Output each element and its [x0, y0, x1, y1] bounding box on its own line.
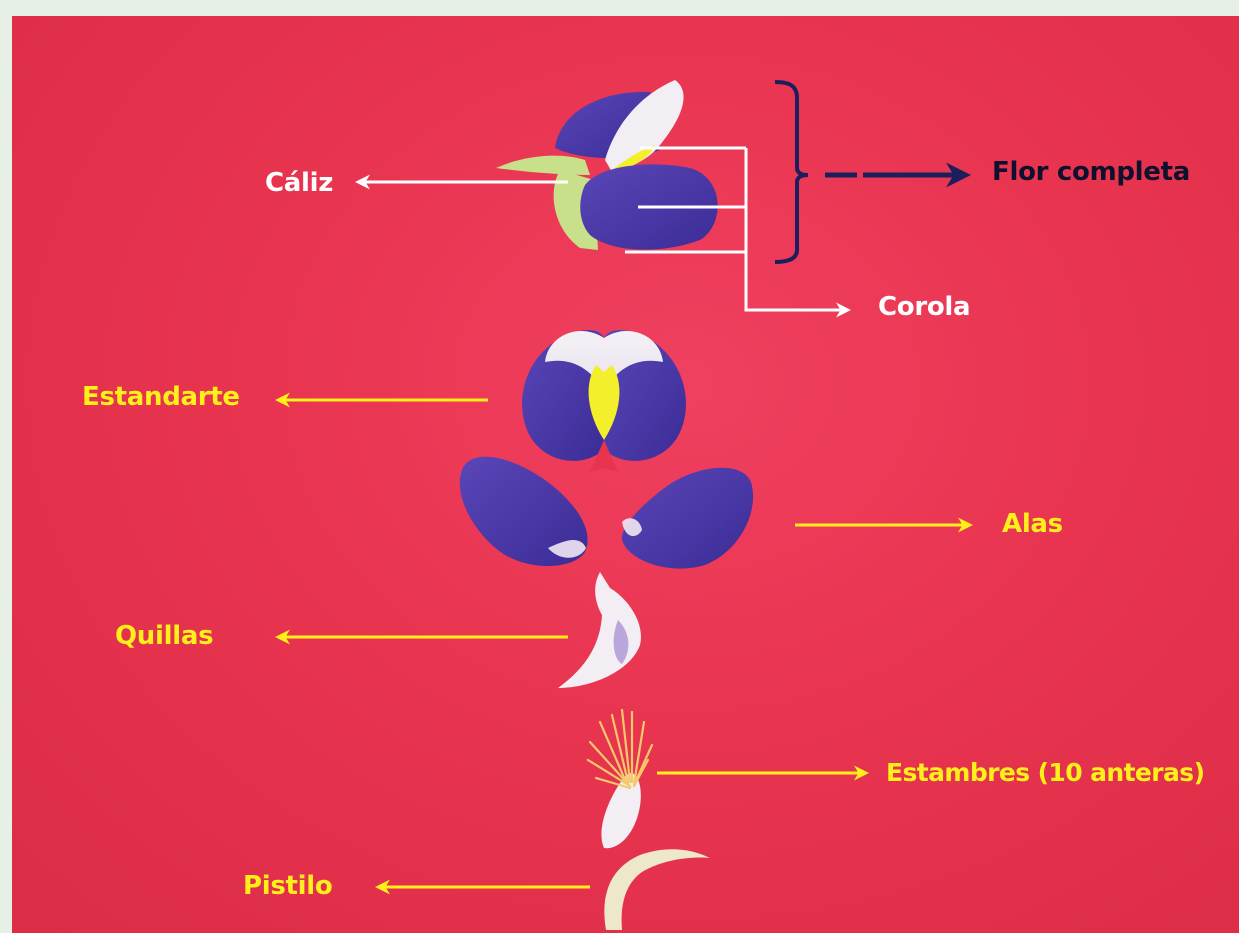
standard-petal — [522, 330, 686, 472]
flor-completa-label: Flor completa — [992, 159, 1190, 185]
alas-label: Alas — [1002, 511, 1063, 537]
flor-completa-bracket — [775, 82, 808, 262]
complete-flower — [496, 80, 718, 250]
keel-petal — [558, 572, 641, 688]
right-wing-shape — [622, 468, 753, 569]
stamens — [588, 710, 652, 848]
pistilo-label: Pistilo — [243, 873, 332, 899]
caliz-label: Cáliz — [265, 170, 333, 196]
estandarte-label: Estandarte — [82, 384, 240, 410]
wing-petals — [460, 457, 753, 569]
quillas-label: Quillas — [115, 623, 213, 649]
corola-label: Corola — [878, 294, 970, 320]
estambres-label: Estambres (10 anteras) — [886, 760, 1204, 785]
calyx-sepal-shape — [496, 156, 590, 175]
pistil — [604, 849, 710, 930]
